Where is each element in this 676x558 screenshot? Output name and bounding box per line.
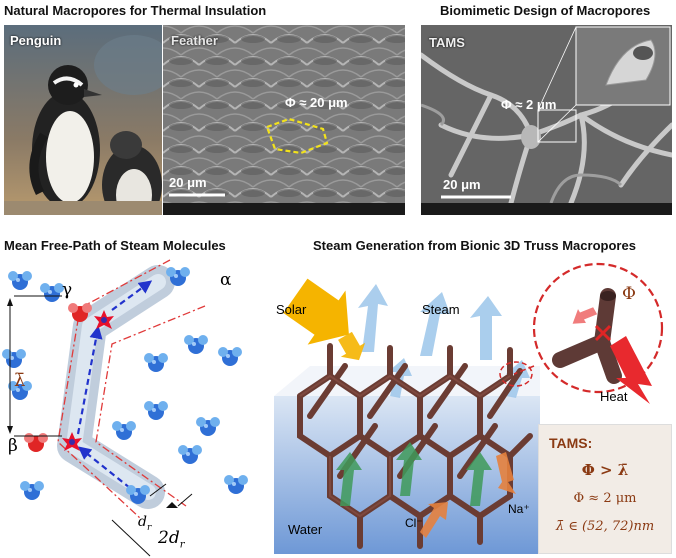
feather-label: Feather bbox=[171, 33, 218, 48]
tams-info-box: TAMS: Φ > λ̄ Φ ≈ 2 μm λ̄ ∈ (52, 72)nm bbox=[538, 424, 672, 554]
label-steam: Steam bbox=[422, 302, 460, 317]
tams-box-phi-vs-lambda: Φ > λ̄ bbox=[581, 461, 629, 479]
title-thermal-insulation: Natural Macropores for Thermal Insulatio… bbox=[4, 3, 267, 18]
label-sodium: Na⁺ bbox=[508, 502, 530, 516]
penguin-illustration bbox=[4, 25, 162, 215]
label-chloride: Cl⁻ bbox=[405, 516, 423, 530]
feather-scale-bar-label: 20 μm bbox=[169, 175, 207, 190]
tams-network bbox=[421, 25, 672, 215]
label-water: Water bbox=[288, 522, 323, 537]
tams-scale-bar-label: 20 μm bbox=[443, 177, 481, 192]
tams-box-phi-value: Φ ≈ 2 μm bbox=[573, 491, 637, 506]
title-steam-generation: Steam Generation from Bionic 3D Truss Ma… bbox=[313, 238, 636, 253]
tams-pore-size: Φ ≈ 2 μm bbox=[501, 97, 557, 112]
label-lambda: λ̄ bbox=[14, 370, 26, 391]
label-two-dr: 2dr bbox=[158, 528, 185, 551]
feather-sem-image: Feather Φ ≈ 20 μm 20 μm bbox=[163, 25, 405, 215]
label-phi: Φ bbox=[622, 284, 636, 304]
label-beta: β bbox=[8, 436, 18, 456]
penguin-photo: Penguin bbox=[4, 25, 162, 215]
feather-pore-size: Φ ≈ 20 μm bbox=[285, 95, 348, 110]
tams-sem-image: TAMS Φ ≈ 2 μm 20 μm bbox=[421, 25, 672, 215]
label-gamma: γ bbox=[62, 280, 73, 300]
tams-box-lambda-range: λ̄ ∈ (52, 72)nm bbox=[555, 519, 655, 534]
penguin-label: Penguin bbox=[10, 33, 62, 48]
steam-generation-diagram bbox=[274, 262, 664, 554]
label-alpha: α bbox=[220, 270, 232, 290]
label-dr: dr bbox=[138, 514, 152, 533]
mean-free-path-diagram bbox=[2, 259, 248, 557]
title-biomimetic-design: Biomimetic Design of Macropores bbox=[440, 3, 651, 18]
title-mean-free-path: Mean Free-Path of Steam Molecules bbox=[4, 238, 226, 253]
feather-texture bbox=[163, 25, 405, 215]
tams-label: TAMS bbox=[429, 35, 465, 50]
label-heat: Heat bbox=[600, 389, 628, 404]
tams-box-title: TAMS: bbox=[549, 435, 593, 451]
label-solar: Solar bbox=[276, 302, 307, 317]
